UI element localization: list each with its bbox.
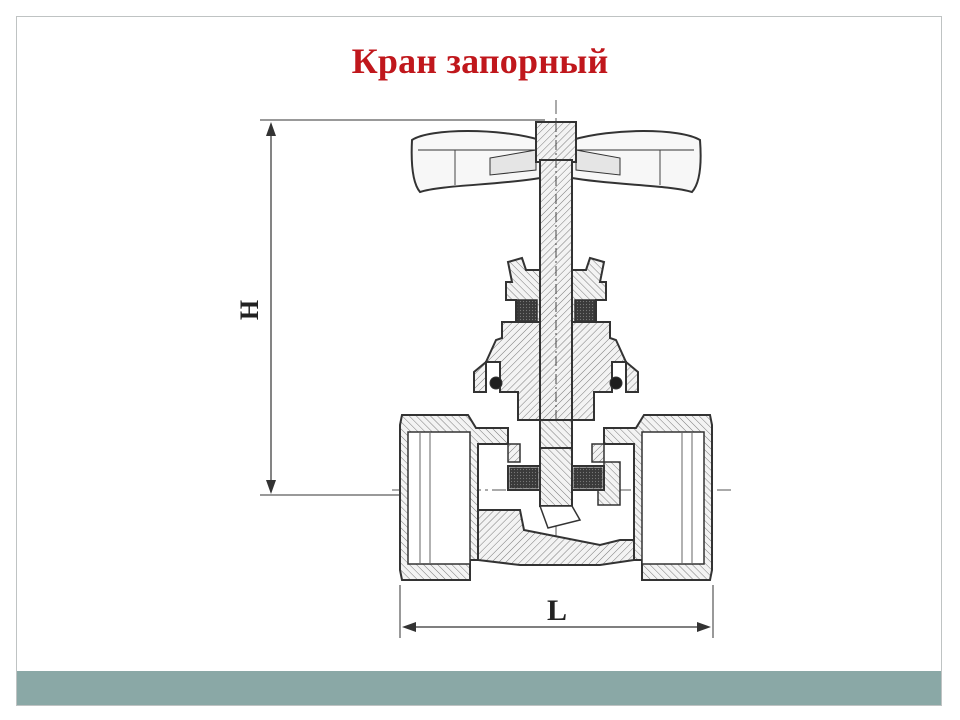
valve-disc [507, 419, 605, 529]
height-dimension [260, 119, 545, 496]
length-dimension [399, 585, 714, 638]
footer-band [17, 671, 941, 705]
bonnet [473, 321, 639, 421]
handwheel [410, 130, 702, 194]
valve-body [399, 414, 713, 581]
valve-stem [535, 121, 577, 431]
length-label: L [547, 594, 567, 627]
slide-title: Кран запорный [351, 41, 609, 81]
height-label: H [235, 300, 264, 320]
